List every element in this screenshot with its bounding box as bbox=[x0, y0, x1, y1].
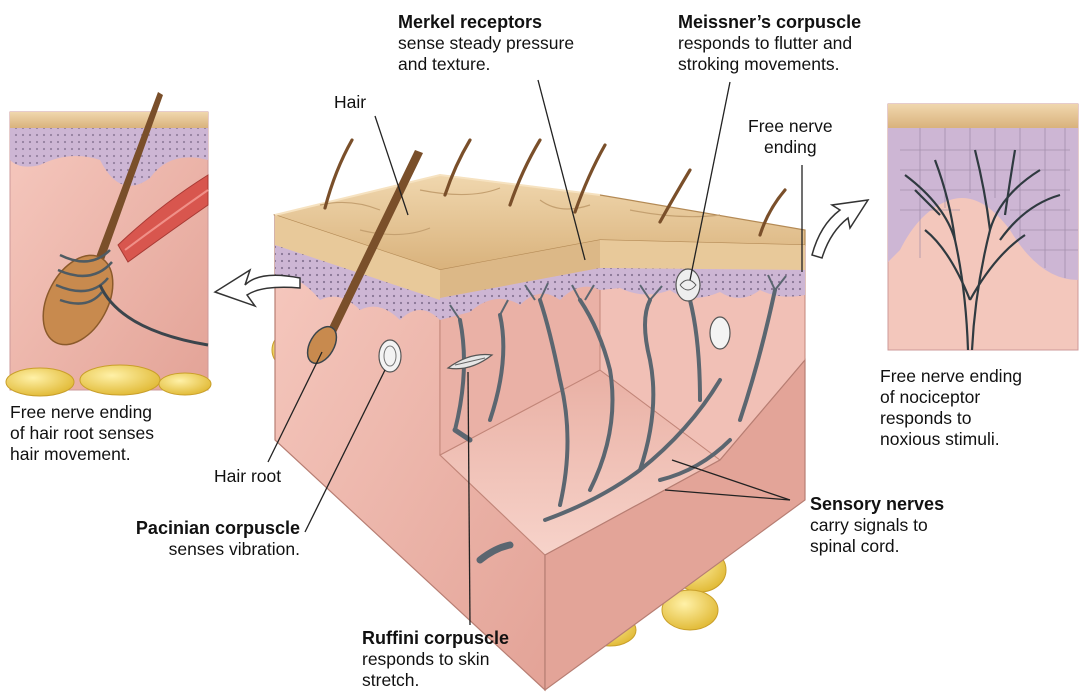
nociceptor-inset bbox=[888, 104, 1078, 350]
sensory-nerves-label: Sensory nerves carry signals to spinal c… bbox=[810, 494, 944, 557]
merkel-title: Merkel receptors bbox=[398, 12, 574, 33]
hair-root-inset bbox=[6, 92, 211, 396]
hair-label: Hair bbox=[334, 92, 366, 113]
pacinian-title: Pacinian corpuscle bbox=[60, 518, 300, 539]
pacinian-label: Pacinian corpuscle senses vibration. bbox=[60, 518, 300, 560]
meissner-title: Meissner’s corpuscle bbox=[678, 12, 861, 33]
meissner-label: Meissner’s corpuscle responds to flutter… bbox=[678, 12, 861, 75]
sensory-nerves-title: Sensory nerves bbox=[810, 494, 944, 515]
skin-block bbox=[272, 140, 805, 690]
merkel-label: Merkel receptors sense steady pressure a… bbox=[398, 12, 574, 75]
hair-root-label: Hair root bbox=[214, 466, 281, 487]
hair-root-inset-caption: Free nerve ending of hair root senses ha… bbox=[10, 402, 154, 465]
nociceptor-caption: Free nerve ending of nociceptor responds… bbox=[880, 366, 1022, 450]
free-nerve-ending-label: Free nerve ending bbox=[748, 116, 833, 158]
ruffini-title: Ruffini corpuscle bbox=[362, 628, 509, 649]
ruffini-label: Ruffini corpuscle responds to skin stret… bbox=[362, 628, 509, 691]
